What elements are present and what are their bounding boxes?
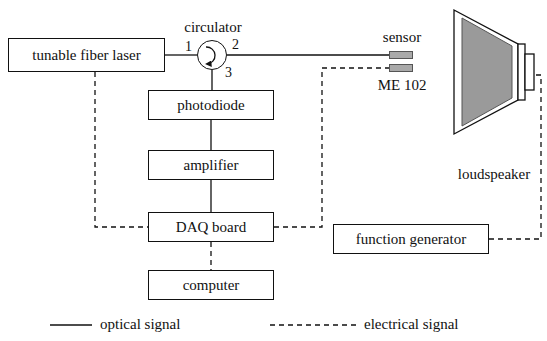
optical-fiber xyxy=(227,54,389,55)
laser-box: tunable fiber laser xyxy=(8,38,165,72)
process-box: DAQ board xyxy=(148,212,274,242)
loudspeaker-symbol: loudspeaker xyxy=(452,8,536,136)
electrical-line xyxy=(95,72,148,227)
legend-sample xyxy=(50,319,100,331)
port-number: 3 xyxy=(224,66,233,80)
legend-text: electrical signal xyxy=(364,316,459,333)
process-box: amplifier xyxy=(148,150,274,180)
circulator-circle: circulator xyxy=(197,40,227,70)
sensor-element: sensor xyxy=(389,51,413,59)
legend-item: electrical signal xyxy=(270,316,459,333)
box-label: photodiode xyxy=(177,97,245,114)
node-label: loudspeaker xyxy=(456,166,532,183)
optical-fiber xyxy=(165,54,197,55)
legend-item: optical signal xyxy=(50,316,180,333)
box-label: tunable fiber laser xyxy=(32,47,140,64)
optical-fiber xyxy=(211,70,212,90)
process-box: photodiode xyxy=(148,90,274,120)
reference-sensor: ME 102 xyxy=(389,64,413,72)
port-number: 1 xyxy=(184,40,193,54)
optical-fiber xyxy=(210,120,211,150)
circulator-arrow xyxy=(206,47,215,64)
speaker-outline xyxy=(452,8,536,136)
optical-fiber xyxy=(210,180,211,212)
electrical-line xyxy=(274,68,389,227)
legend-text: optical signal xyxy=(100,316,180,333)
port-number: 2 xyxy=(231,38,240,52)
box-label: function generator xyxy=(356,231,466,248)
process-box: function generator xyxy=(333,224,489,254)
node-label: circulator xyxy=(182,19,243,36)
legend-sample xyxy=(270,319,364,331)
box-label: DAQ board xyxy=(176,219,246,236)
electrical-line xyxy=(210,242,211,270)
box-label: amplifier xyxy=(184,157,239,174)
process-box: computer xyxy=(148,270,274,300)
box-label: computer xyxy=(183,277,240,294)
node-label: ME 102 xyxy=(376,77,429,94)
node-label: sensor xyxy=(381,29,423,46)
